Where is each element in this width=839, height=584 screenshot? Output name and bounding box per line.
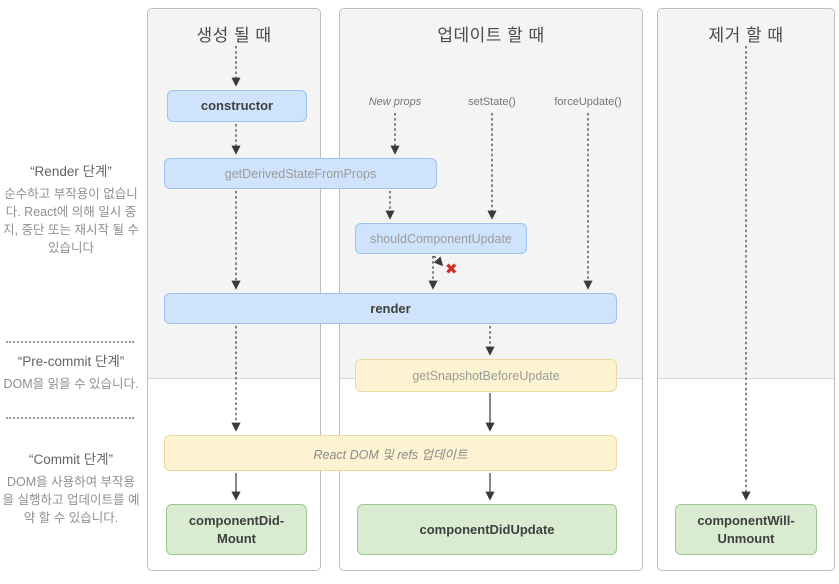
cancel-x-icon: ✖ <box>445 261 458 278</box>
component-did-mount-box: componentDid- Mount <box>166 504 307 555</box>
phase-commit: “Commit 단계” DOM을 사용하여 부작용을 실행하고 업데이트를 예약… <box>2 448 140 527</box>
phase-commit-title: “Commit 단계” <box>28 452 114 467</box>
unmount-column-render-zone <box>658 9 834 379</box>
get-snapshot-before-update-label: getSnapshotBeforeUpdate <box>412 368 560 383</box>
get-snapshot-before-update-box: getSnapshotBeforeUpdate <box>355 359 617 392</box>
react-dom-update-box: React DOM 및 refs 업데이트 <box>164 435 617 471</box>
phase-precommit-title: “Pre-commit 단계” <box>17 354 125 369</box>
constructor-label: constructor <box>200 98 274 114</box>
should-component-update-box: shouldComponentUpdate <box>355 223 527 254</box>
render-label: render <box>370 300 411 316</box>
component-did-update-box: componentDidUpdate <box>357 504 617 555</box>
phase-commit-body: DOM을 사용하여 부작용을 실행하고 업데이트를 예약 할 수 있습니다. <box>2 475 140 526</box>
unmount-column-panel: 제거 할 때 <box>657 8 835 571</box>
component-will-unmount-label: componentWill- Unmount <box>697 512 795 546</box>
phase-precommit-body: DOM을 읽을 수 있습니다. <box>3 377 139 391</box>
component-did-mount-label: componentDid- Mount <box>188 512 285 546</box>
trigger-force-update: forceUpdate() <box>554 96 622 108</box>
react-dom-update-label: React DOM 및 refs 업데이트 <box>313 447 468 462</box>
phase-precommit: “Pre-commit 단계” DOM을 읽을 수 있습니다. <box>2 350 140 393</box>
component-will-unmount-box: componentWill- Unmount <box>675 504 817 555</box>
mount-column-title: 생성 될 때 <box>196 26 272 45</box>
phase-separator-bottom <box>6 417 134 419</box>
should-component-update-label: shouldComponentUpdate <box>370 231 512 246</box>
phase-render-body: 순수하고 부작용이 없습니다. React에 의해 일시 중지, 중단 또는 재… <box>3 187 139 256</box>
phase-separator-top <box>6 341 134 343</box>
get-derived-state-from-props-box: getDerivedStateFromProps <box>164 158 437 189</box>
trigger-set-state: setState() <box>468 96 516 108</box>
get-derived-state-from-props-label: getDerivedStateFromProps <box>224 166 377 181</box>
constructor-box: constructor <box>167 90 307 122</box>
component-did-update-label: componentDidUpdate <box>419 521 555 537</box>
update-column-title: 업데이트 할 때 <box>437 26 545 45</box>
unmount-column-title: 제거 할 때 <box>708 26 784 45</box>
render-box: render <box>164 293 617 324</box>
phase-render: “Render 단계” 순수하고 부작용이 없습니다. React에 의해 일시… <box>2 160 140 258</box>
phase-render-title: “Render 단계” <box>30 164 112 179</box>
update-column-panel: 업데이트 할 때 <box>339 8 643 571</box>
trigger-new-props: New props <box>368 96 422 108</box>
